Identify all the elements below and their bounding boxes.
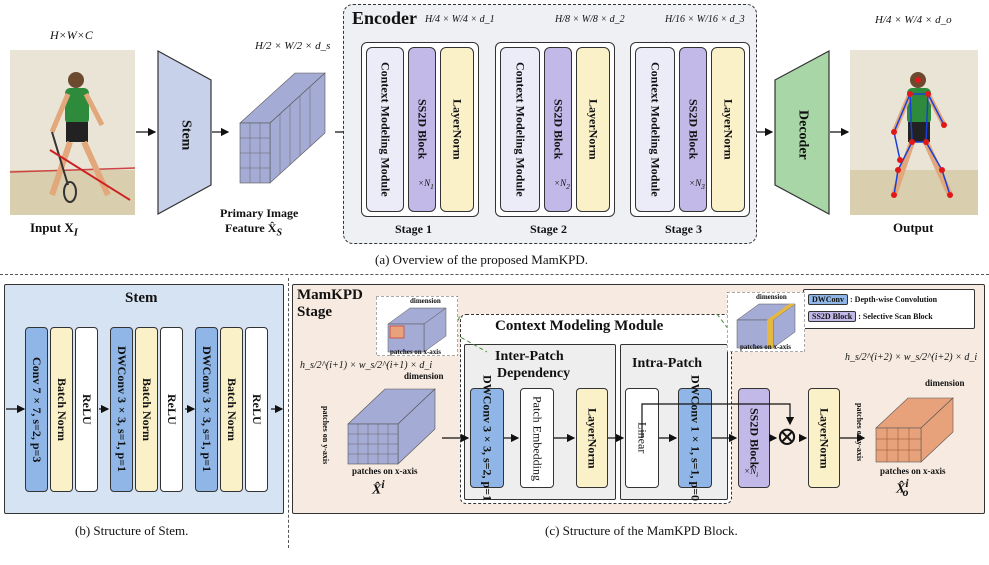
block-ln-b: LayerNorm bbox=[808, 388, 840, 488]
stage3-times: ×N3 bbox=[689, 178, 705, 191]
zoom-mid-axis-x: patches on x-axis bbox=[740, 343, 791, 351]
block-ss2d: SS2D Block bbox=[738, 388, 770, 488]
overview-panel: H×W×C Input XI Stem H/2 × W/2 × d_s bbox=[0, 0, 989, 275]
stem-bn-2: Batch Norm bbox=[135, 327, 158, 492]
decoder-label: Decoder bbox=[795, 110, 811, 160]
stage2-cmm: Context Modeling Module bbox=[500, 47, 540, 212]
input-dim: H×W×C bbox=[50, 28, 93, 42]
block-patch-embedding: Patch Embedding bbox=[520, 388, 554, 488]
stage2-dim: H/8 × W/8 × d_2 bbox=[555, 14, 625, 25]
stage3-ss2d: SS2D Block bbox=[679, 47, 707, 212]
stage1-times: ×N1 bbox=[418, 178, 434, 191]
stem-dwconv-2: DWConv 3×3, s=1, p=1 bbox=[195, 327, 218, 492]
primary-label-2: Feature X̂S bbox=[225, 221, 282, 239]
stem-title: Stem bbox=[125, 290, 158, 306]
block-out-dim: h_s/2^(i+2) × w_s/2^(i+2) × d_i bbox=[845, 352, 978, 363]
stage1-cmm: Context Modeling Module bbox=[366, 47, 404, 212]
input-label: Input XI bbox=[30, 220, 78, 239]
stage3-ln: LayerNorm bbox=[711, 47, 745, 212]
stage1-ln: LayerNorm bbox=[440, 47, 474, 212]
stage1-ss2d: SS2D Block bbox=[408, 47, 436, 212]
zoom-input-axis-dimension: dimension bbox=[410, 297, 441, 305]
block-multiply: ⊗ bbox=[776, 422, 798, 451]
stage1-name: Stage 1 bbox=[395, 222, 432, 236]
legend-dwconv: DWConv: Depth-wise Convolution bbox=[808, 294, 937, 305]
stem-caption: (b) Structure of Stem. bbox=[75, 523, 189, 538]
output-dim: H/4 × W/4 × d_o bbox=[875, 14, 952, 26]
block-in-axis-x: patches on x-axis bbox=[352, 466, 418, 476]
block-ss2d-times: ×Ni bbox=[744, 466, 759, 479]
primary-label-1: Primary Image bbox=[220, 206, 299, 220]
stem-dwconv-1: DWConv 3×3, s=1, p=1 bbox=[110, 327, 133, 492]
cmm-title: Context Modeling Module bbox=[495, 318, 664, 334]
block-caption: (c) Structure of the MamKPD Block. bbox=[545, 523, 738, 538]
block-in-axis-dimension: dimension bbox=[404, 371, 444, 381]
block-dwconv-b: DWConv 1×1, s=1, p=0 bbox=[678, 375, 712, 501]
vertical-divider bbox=[288, 278, 289, 548]
stage3-dim: H/16 × W/16 × d_3 bbox=[665, 14, 745, 25]
block-title-1: MamKPD bbox=[297, 287, 363, 303]
block-in-dim: h_s/2^(i+1) × w_s/2^(i+1) × d_i bbox=[300, 360, 433, 371]
stem-relu-2: ReLU bbox=[160, 327, 183, 492]
input-image bbox=[10, 50, 135, 215]
block-dwconv-a: DWConv 3×3, s=2, p=1 bbox=[470, 375, 504, 501]
encoder-title: Encoder bbox=[352, 8, 417, 28]
stage2-ln: LayerNorm bbox=[576, 47, 610, 212]
stage2-name: Stage 2 bbox=[530, 222, 567, 236]
stem-relu-3: ReLU bbox=[245, 327, 268, 492]
stage3-name: Stage 3 bbox=[665, 222, 702, 236]
stage2-ss2d: SS2D Block bbox=[544, 47, 572, 212]
zoom-input-axis-x: patches on x-axis bbox=[390, 348, 441, 356]
stem-label: Stem bbox=[178, 119, 194, 151]
output-label: Output bbox=[893, 220, 934, 235]
block-zoom-patch-mid bbox=[727, 292, 805, 352]
inter-title-1: Inter-Patch bbox=[495, 349, 564, 364]
intra-title: Intra-Patch bbox=[632, 356, 702, 371]
block-title-2: Stage bbox=[297, 304, 332, 320]
block-in-label: X̂i bbox=[372, 478, 385, 498]
primary-dim: H/2 × W/2 × d_s bbox=[255, 40, 331, 52]
block-ln-a: LayerNorm bbox=[576, 388, 608, 488]
block-out-axis-dimension: dimension bbox=[925, 378, 965, 388]
stem-bn-3: Batch Norm bbox=[220, 327, 243, 492]
primary-feature-cube bbox=[239, 72, 326, 184]
stage2-times: ×N2 bbox=[554, 178, 570, 191]
block-output-tensor bbox=[875, 397, 954, 463]
stem-bn-1: Batch Norm bbox=[50, 327, 73, 492]
stem-conv7: Conv 7×7, s=2, p=3 bbox=[25, 327, 48, 492]
output-image bbox=[850, 50, 978, 215]
stage3-cmm: Context Modeling Module bbox=[635, 47, 675, 212]
zoom-mid-axis-dimension: dimension bbox=[756, 293, 787, 301]
section-divider bbox=[0, 274, 989, 275]
block-input-tensor bbox=[347, 388, 436, 465]
block-out-axis-y: patches on y-axis bbox=[855, 402, 865, 462]
decoder-trapezoid bbox=[774, 50, 830, 215]
stem-relu-1: ReLU bbox=[75, 327, 98, 492]
overview-caption: (a) Overview of the proposed MamKPD. bbox=[375, 252, 589, 267]
legend-ss2d: SS2D Block: Selective Scan Block bbox=[808, 311, 933, 322]
block-zoom-patch-input bbox=[376, 296, 458, 356]
block-in-axis-y: patches on y-axis bbox=[321, 405, 331, 465]
stem-trapezoid bbox=[157, 50, 212, 215]
stage1-dim: H/4 × W/4 × d_1 bbox=[425, 14, 495, 25]
block-out-axis-x: patches on x-axis bbox=[880, 466, 946, 476]
inter-title-2: Dependency bbox=[497, 366, 571, 381]
stem-arrows bbox=[6, 404, 284, 414]
block-out-label: X̂io bbox=[896, 477, 909, 500]
